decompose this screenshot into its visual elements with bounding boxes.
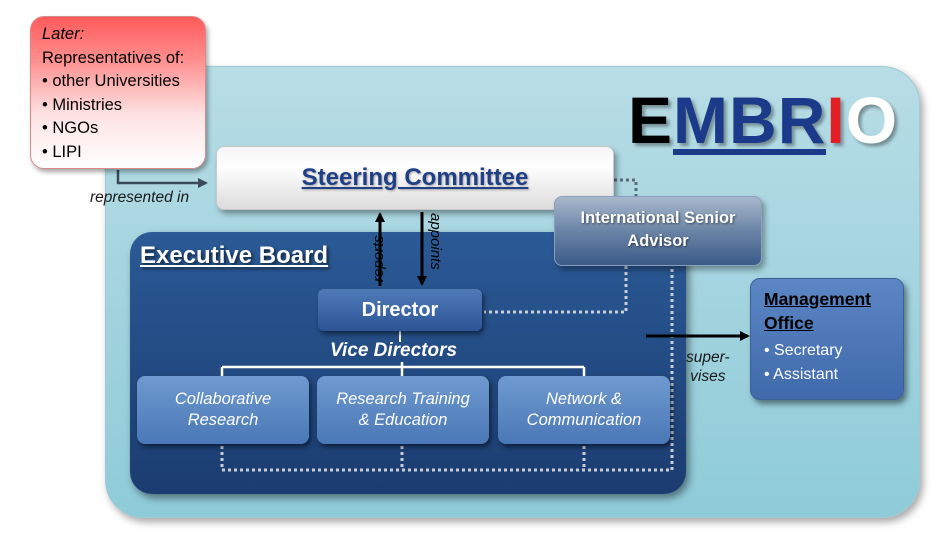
- later-subtitle: Representatives of:: [42, 48, 185, 67]
- unit-line-2: & Education: [358, 411, 448, 429]
- executive-board-title: Executive Board: [140, 242, 329, 269]
- reports-label: reports: [370, 235, 387, 282]
- network-communication-box: Network & Communication: [498, 376, 670, 444]
- later-item: • Ministries: [42, 95, 123, 114]
- embrio-logo: EMBRIO: [628, 84, 898, 156]
- unit-line-2: Research: [187, 411, 259, 429]
- steering-committee-box: Steering Committee: [216, 146, 614, 210]
- management-office-list: • Secretary • Assistant: [764, 339, 903, 387]
- later-item: • other Universities: [42, 72, 180, 90]
- logo-letter-m: M: [673, 83, 730, 157]
- advisor-director-dotted-link: [484, 266, 628, 314]
- represented-in-label: represented in: [90, 189, 190, 206]
- supervises-label: super- vises: [686, 348, 730, 386]
- steering-advisor-dotted-link: [614, 178, 638, 196]
- research-training-education-box: Research Training & Education: [317, 376, 489, 444]
- units-dotted-bottom-link: [220, 248, 674, 472]
- management-office-box: Management Office • Secretary • Assistan…: [750, 278, 904, 400]
- unit-line-2: Communication: [526, 411, 642, 429]
- logo-letter-b: B: [729, 83, 778, 157]
- unit-line-1: Research Training: [336, 390, 470, 408]
- logo-letter-r: R: [777, 83, 827, 157]
- logo-letter-o: O: [845, 83, 899, 157]
- vice-directors-label: Vice Directors: [330, 340, 458, 361]
- management-office-title: Management Office: [764, 287, 903, 335]
- later-representatives-box: Later: Representatives of: • other Unive…: [30, 16, 206, 169]
- management-office-item: • Secretary: [764, 342, 843, 359]
- appoints-label: appoints: [427, 213, 444, 270]
- later-title: Later:: [42, 25, 85, 43]
- supervises-line-1: super-: [686, 349, 730, 366]
- advisor-line-2: Advisor: [627, 232, 689, 250]
- logo-letter-e: E: [628, 83, 674, 157]
- international-senior-advisor-box: International Senior Advisor: [554, 196, 762, 266]
- management-office-item: • Assistant: [764, 366, 839, 383]
- supervises-line-2: vises: [690, 368, 726, 385]
- later-item: • NGOs: [42, 119, 99, 137]
- director-box: Director: [318, 289, 482, 331]
- later-item: • LIPI: [42, 142, 82, 161]
- unit-line-1: Network &: [545, 390, 623, 408]
- represented-in-arrow: [116, 170, 208, 188]
- unit-line-1: Collaborative: [174, 390, 272, 408]
- logo-letter-i: I: [826, 83, 846, 157]
- advisor-line-1: International Senior: [580, 209, 736, 227]
- executive-board-panel: [130, 232, 686, 494]
- management-title-line-2: Office: [764, 313, 814, 333]
- management-title-line-1: Management: [764, 289, 871, 309]
